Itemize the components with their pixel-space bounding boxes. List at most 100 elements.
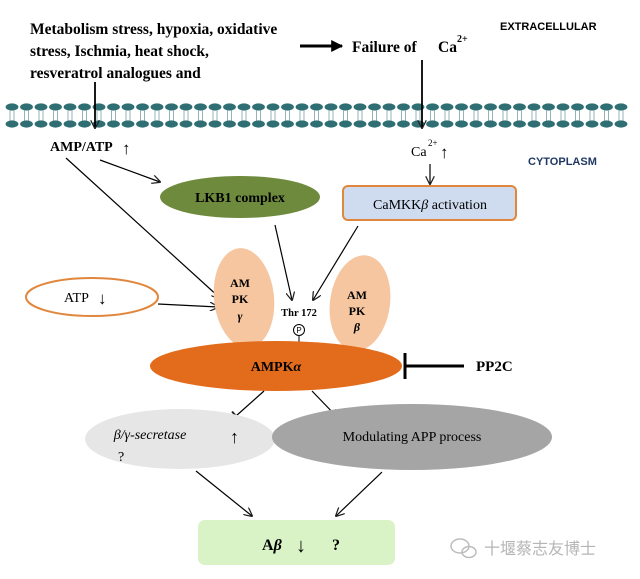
abeta-label: Aβ [262,537,283,554]
lipid-head [49,103,62,111]
lipid-head [34,103,48,111]
lipid-head [63,103,77,111]
lipid-head [179,120,193,128]
lipid-head [179,103,193,111]
secretase-label: β/γ-secretase [113,428,187,443]
lipid-head [295,120,309,128]
ampk-gamma-l1: AM [230,276,250,290]
lipid-head [78,103,91,111]
ca-superscript: 2+ [457,34,468,45]
lipid-head [295,103,309,111]
lipid-head [513,120,526,128]
ampk-beta-subunit [329,255,391,351]
up-arrow-icon: ↑ [230,427,239,447]
lipid-head [440,103,454,111]
lipid-head [34,120,48,128]
lipid-head [368,120,381,128]
up-arrow-icon: ↑ [440,143,449,162]
lipid-head [571,120,584,128]
lipid-head [194,120,207,128]
arrow-amp-to-lkb1 [99,159,160,182]
lipid-head [600,120,613,128]
lipid-head [339,103,352,111]
down-arrow-icon: ↓ [98,289,107,308]
lipid-head [121,120,135,128]
abeta-question: ? [332,537,340,554]
lipid-head [20,103,33,111]
lipid-head [353,120,367,128]
lipid-head [5,103,19,111]
lipid-head [252,103,265,111]
lipid-head [498,103,512,111]
lipid-head [440,120,454,128]
lipid-head [556,120,570,128]
ca-cyto-label: Ca [411,145,427,160]
lipid-head [136,103,149,111]
lipid-head [484,103,497,111]
camkk-label: CaMKKβ activation [373,198,487,213]
lipid-head [310,120,323,128]
arrow-atp-to-gamma [157,304,218,307]
lipid-head [237,103,251,111]
arrow-secretase-to-abeta [195,470,252,516]
lipid-head [498,120,512,128]
lipid-head [237,120,251,128]
failure-label: Failure of [352,39,418,56]
lipid-head [281,120,294,128]
ampk-gamma-l2: PK [232,292,249,306]
ampk-alpha [150,341,402,391]
lipid-head [600,103,613,111]
arrow-app-to-abeta [336,471,383,516]
lipid-head [513,103,526,111]
stimuli-line-1: Metabolism stress, hypoxia, oxidative [30,21,277,38]
lipid-head [469,103,483,111]
lipid-head [281,103,294,111]
lipid-head [542,103,555,111]
atp-down-oval [25,277,159,317]
phospho-circle [293,324,305,336]
lipid-head [484,120,497,128]
lipid-head [310,103,323,111]
lipid-head [194,103,207,111]
lipid-head [223,103,236,111]
app-oval [272,404,552,470]
lipid-head [5,120,19,128]
lipid-head [455,103,468,111]
lipid-head [585,120,599,128]
extracellular-label: EXTRACELLULAR [500,21,597,33]
lkb1-label: LKB1 complex [195,191,285,206]
pp2c-label: PP2C [476,359,513,375]
atp-down-label: ATP [64,291,89,306]
lipid-head [266,103,280,111]
lipid-head [382,120,396,128]
lipid-head [324,103,338,111]
lipid-head [585,103,599,111]
down-arrow-icon: ↓ [296,535,306,557]
lipid-head [208,120,222,128]
lipid-head [208,103,222,111]
thr172-label: Thr 172 [281,308,317,319]
lipid-head [339,120,352,128]
lipid-head [266,120,280,128]
stimuli-line-2: stress, Ischmia, heat shock, [30,43,209,60]
lipid-head [455,120,468,128]
lipid-head [252,120,265,128]
cytoplasm-label: CYTOPLASM [528,156,597,168]
arrow-amp-to-gamma [65,157,220,298]
amp-atp-label: AMP/ATP [50,140,113,155]
lipid-head [150,103,164,111]
ampk-beta-l2: PK [349,304,366,318]
arrow-camkk-to-thr172 [313,225,359,300]
lipid-head [324,120,338,128]
inhibit-alpha-to-secretase [231,390,265,422]
lipid-head [107,120,120,128]
lipid-head [397,120,410,128]
ampk-gamma-l3: γ [238,309,243,323]
lipid-head [165,103,178,111]
app-label: Modulating APP process [343,430,482,445]
lipid-head [223,120,236,128]
lipid-head [20,120,33,128]
lkb1-complex [160,176,320,218]
lipid-head [165,120,178,128]
lipid-head [368,103,381,111]
